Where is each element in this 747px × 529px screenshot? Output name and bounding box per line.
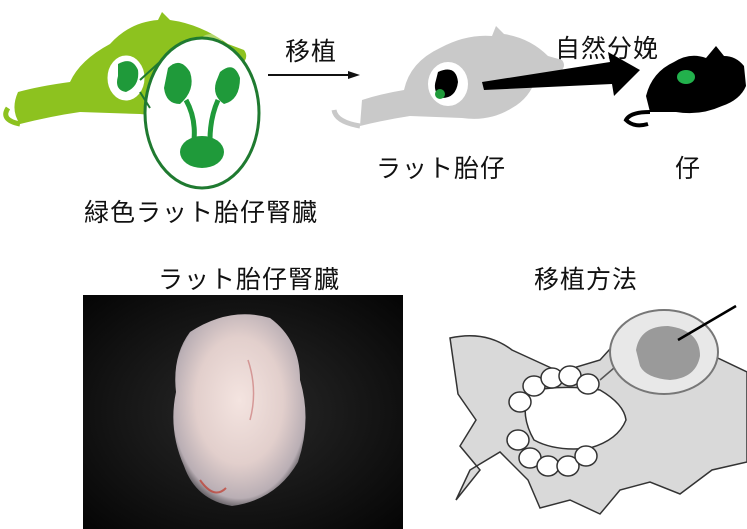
offspring-mouse-icon — [626, 46, 746, 125]
kidney-photo — [83, 295, 403, 529]
transplant-method-diagram — [450, 306, 747, 514]
transplant-arrow-icon — [268, 71, 360, 79]
